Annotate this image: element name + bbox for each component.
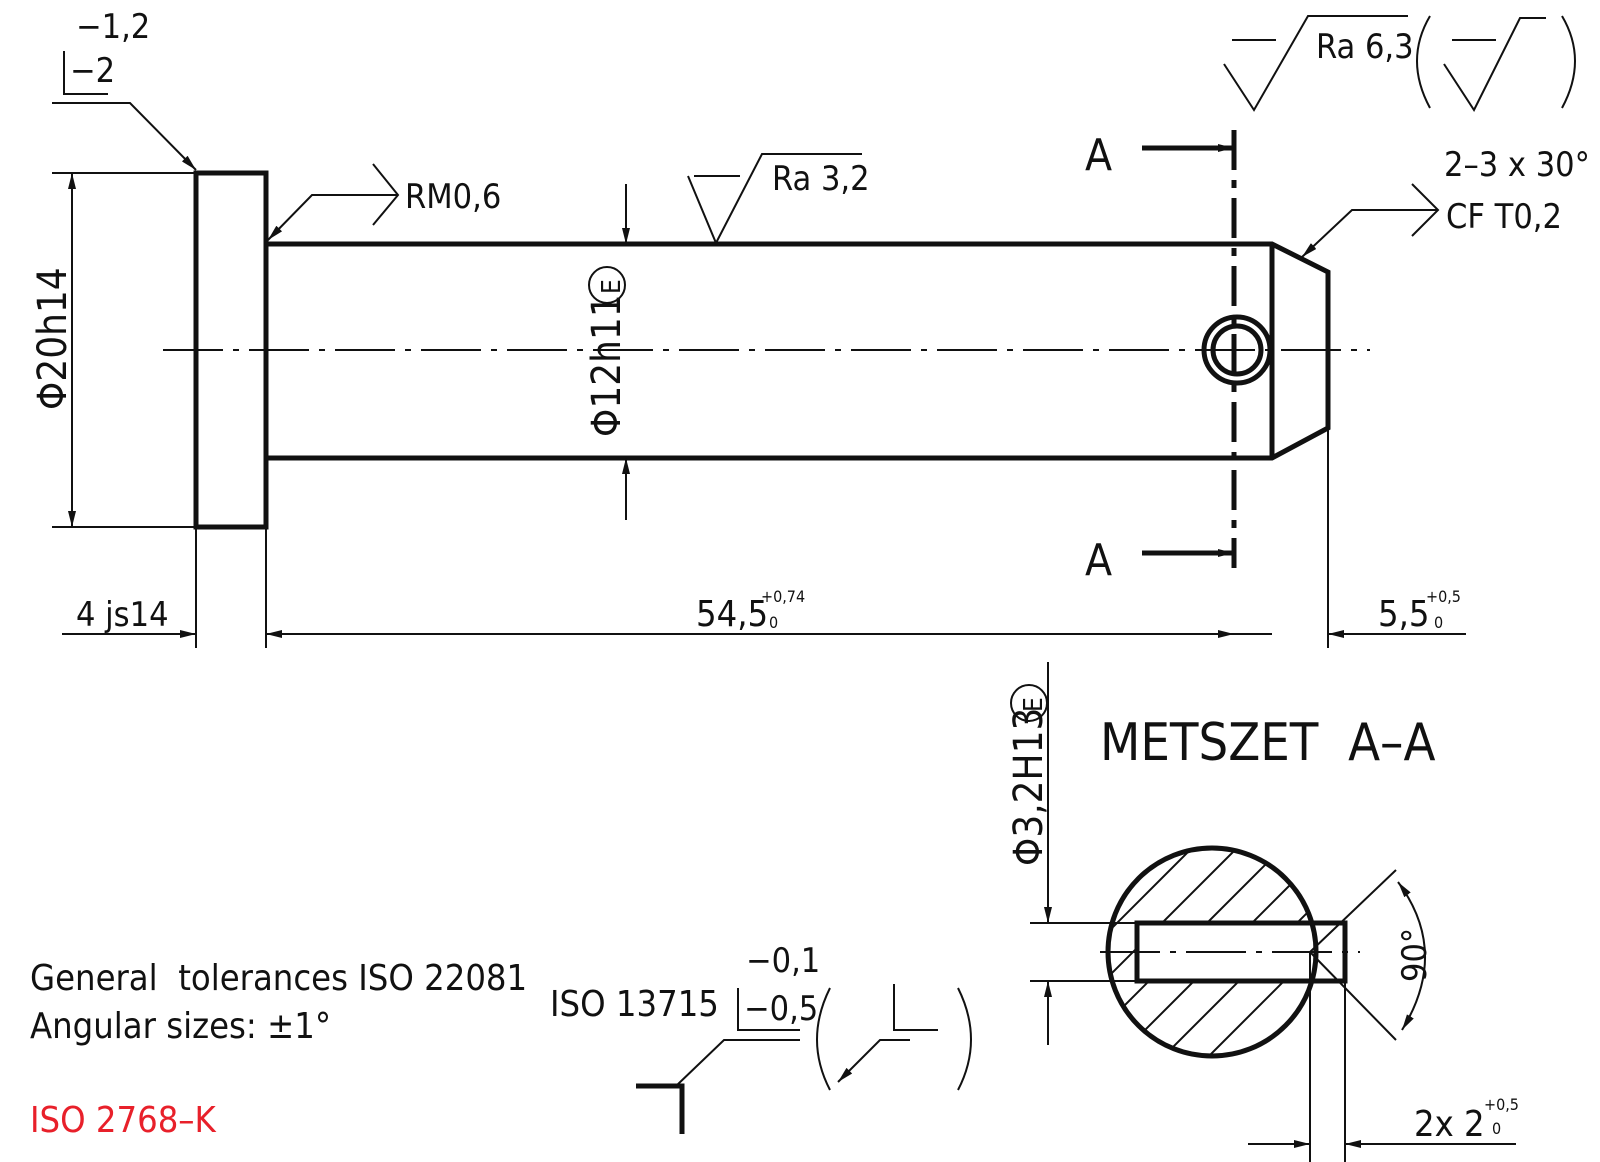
shank-diameter-label: Φ12h11 <box>584 294 630 437</box>
radius-label: RM0,6 <box>405 177 501 217</box>
angle-label: 90° <box>1395 928 1435 982</box>
cross-hole-outer <box>1201 314 1273 386</box>
edge-tol-upper: −0,1 <box>746 941 820 981</box>
head-width-label: 4 js14 <box>76 595 169 635</box>
hole-end-label: 5,5 <box>1378 594 1430 635</box>
general-tolerances-note: General tolerances ISO 22081 <box>30 958 527 999</box>
general-roughness-symbol: Ra 6,3 <box>1223 15 1576 113</box>
hole-end-lower: 0 <box>1434 613 1443 632</box>
slot-width-dim: 2x 2 +0,5 0 <box>1248 952 1519 1162</box>
general-notes: General tolerances ISO 22081 Angular siz… <box>30 958 527 1141</box>
slot-width-lower: 0 <box>1492 1119 1501 1138</box>
chamfer-note-2: CF T0,2 <box>1446 197 1562 237</box>
chamfer-note-1: 2–3 x 30° <box>1444 145 1590 185</box>
hole-diameter-label: Φ3,2H13 <box>1006 708 1052 866</box>
general-roughness-label: Ra 6,3 <box>1316 27 1414 67</box>
pin-main-view <box>163 170 1370 530</box>
cross-hole-inner <box>1210 323 1264 377</box>
main-length-upper: +0,74 <box>761 587 805 606</box>
head-tolerance-callout: −1,2 −2 <box>52 7 197 171</box>
hole-end-upper: +0,5 <box>1426 587 1461 606</box>
section-letter-bottom: A <box>1085 535 1112 586</box>
iso-2768-note: ISO 2768–K <box>30 1100 216 1141</box>
head-tol-upper: −1,2 <box>76 7 150 47</box>
section-cut-line: A A <box>1085 130 1237 586</box>
hole-diameter-dim: Φ3,2H13 E <box>1006 662 1137 1045</box>
hole-envelope-circle <box>1010 684 1048 722</box>
shank-roughness-label: Ra 3,2 <box>772 159 870 199</box>
slot-width-label: 2x 2 <box>1414 1104 1485 1145</box>
head-tol-lower: −2 <box>70 51 115 91</box>
angle-dim: 90° <box>1309 869 1435 1041</box>
hole-envelope-symbol: E <box>1019 697 1049 712</box>
radius-callout: RM0,6 <box>267 163 501 241</box>
slot-width-upper: +0,5 <box>1484 1095 1519 1114</box>
main-length-label: 54,5 <box>696 594 768 635</box>
edge-symbol-callout: ISO 13715 −0,1 −0,5 <box>550 941 972 1134</box>
section-title: METSZET A–A <box>1100 713 1435 773</box>
head-diameter-dim: Φ20h14 <box>30 172 196 528</box>
edge-standard-label: ISO 13715 <box>550 984 719 1025</box>
length-dimensions: 4 js14 54,5 +0,74 0 5,5 +0,5 0 <box>62 428 1466 648</box>
head-diameter-label: Φ20h14 <box>30 267 76 410</box>
envelope-symbol: E <box>597 279 627 294</box>
main-length-lower: 0 <box>769 613 778 632</box>
shank-diameter-dim: Φ12h11 E <box>584 184 630 520</box>
section-letter-top: A <box>1085 130 1112 181</box>
shank-roughness-symbol: Ra 3,2 <box>687 153 870 246</box>
envelope-circle <box>588 266 626 304</box>
angular-sizes-note: Angular sizes: ±1° <box>30 1006 331 1047</box>
edge-tol-lower: −0,5 <box>744 989 818 1029</box>
chamfer-callout: 2–3 x 30° CF T0,2 <box>1301 145 1590 258</box>
